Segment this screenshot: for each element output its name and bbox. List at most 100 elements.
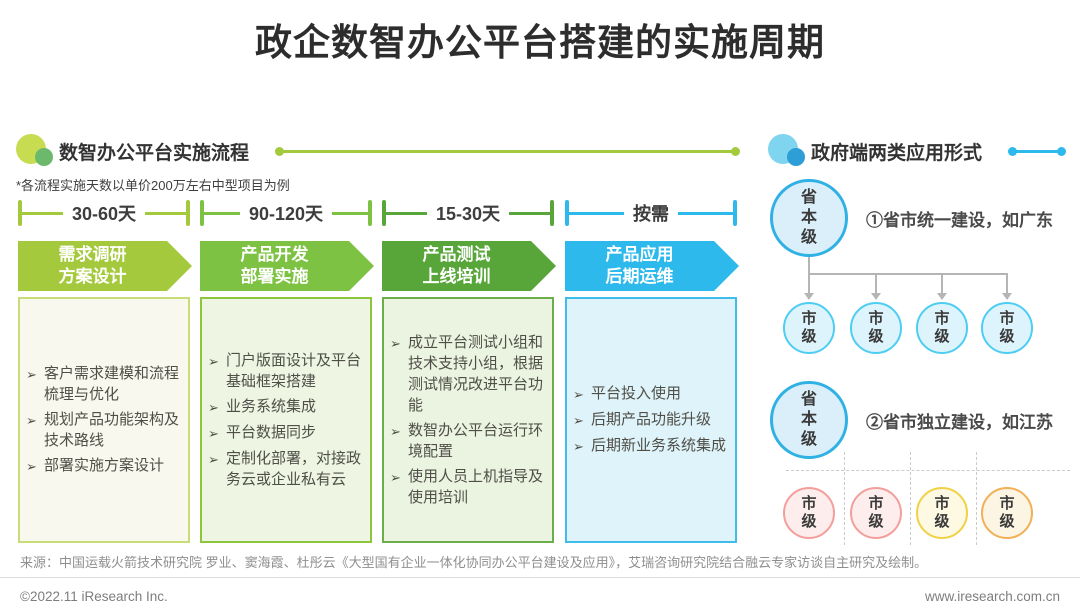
tick-bar-icon [382, 200, 386, 226]
phase-title-line: 上线培训 [422, 267, 491, 286]
website-url: www.iresearch.com.cn [924, 589, 1060, 604]
list-item: ➢ 成立平台测试小组和技术支持小组，根据测试情况改进平台功能 [390, 332, 546, 416]
phase-title-line: 产品测试 [422, 245, 491, 264]
tick-bar-icon [18, 200, 22, 226]
tick-line [204, 211, 240, 215]
connector-line [808, 257, 810, 274]
list-item-text: 业务系统集成 [226, 398, 317, 415]
phase-arrow-3: 产品测试 上线培训 [382, 241, 556, 291]
duration-bracket: 15-30天 [382, 197, 555, 229]
arrow-down-icon [937, 293, 947, 300]
phase-title-line: 后期运维 [605, 267, 674, 286]
phase-title-line: 产品开发 [240, 245, 309, 264]
city-label: 市级 [999, 310, 1015, 345]
list-item-text: 平台数据同步 [226, 424, 317, 441]
city-label: 市级 [801, 310, 817, 345]
city-node: 市级 [916, 487, 968, 539]
phase-title-line: 方案设计 [58, 267, 127, 286]
phase-box-3: ➢ 成立平台测试小组和技术支持小组，根据测试情况改进平台功能 ➢ 数智办公平台运行环境… [382, 297, 554, 543]
tick-bar-icon [186, 200, 191, 226]
list-item-text: 规划产品功能架构及技术路线 [44, 411, 180, 449]
arrow-bullet-icon: ➢ [573, 387, 584, 402]
footer-divider [0, 577, 1080, 578]
province-node: 省本级 [770, 179, 848, 257]
city-label: 市级 [868, 495, 884, 530]
section-title-left: 数智办公平台实施流程 [59, 142, 250, 164]
list-item: ➢ 业务系统集成 [208, 396, 364, 418]
city-node: 市级 [916, 302, 968, 354]
duration-bracket: 按需 [565, 197, 737, 229]
city-node: 市级 [783, 302, 835, 354]
dashed-divider [910, 452, 911, 545]
duration-bracket: 30-60天 [18, 197, 191, 229]
list-item-text: 成立平台测试小组和技术支持小组，根据测试情况改进平台功能 [408, 334, 544, 414]
group-1-label: ①省市统一建设，如广东 [866, 211, 1053, 230]
phase-arrow-2: 产品开发 部署实施 [200, 241, 374, 291]
phase-box-4: ➢平台投入使用➢后期产品功能升级➢后期新业务系统集成 [565, 297, 737, 543]
city-label: 市级 [934, 495, 950, 530]
arrow-bullet-icon: ➢ [390, 470, 401, 485]
dashed-divider [786, 470, 1070, 471]
list-item: ➢ 平台投入使用 [573, 383, 729, 405]
city-node: 市级 [783, 487, 835, 539]
phase-title-line: 需求调研 [58, 245, 127, 264]
arrow-bullet-icon: ➢ [390, 424, 401, 439]
arrow-bullet-icon: ➢ [208, 426, 219, 441]
arrow-bullet-icon: ➢ [26, 413, 37, 428]
phase-arrow-4: 产品应用 后期运维 [565, 241, 739, 291]
dual-circle-icon [768, 134, 805, 168]
government-forms-header: 政府端两类应用形式 [768, 134, 1066, 168]
tick-line [22, 211, 63, 215]
tick-line [509, 211, 551, 215]
tick-line [569, 211, 624, 215]
list-item-text: 使用人员上机指导及使用培训 [408, 468, 544, 506]
phase-box-1: ➢客户需求建模和流程梳理与优化 ➢ 规划产品功能架构及技术路线 ➢部署实施方案设计 [18, 297, 190, 543]
province-label: 省本级 [800, 391, 817, 448]
city-node: 市级 [981, 487, 1033, 539]
list-item-text: 数智办公平台运行环境配置 [408, 422, 544, 460]
page-title: 政企数智办公平台搭建的实施周期 [255, 22, 825, 63]
copyright: ©2022.11 iResearch Inc. [20, 589, 168, 604]
duration-bracket: 90-120天 [200, 197, 372, 229]
list-item-text: 门户版面设计及平台基础框架搭建 [226, 352, 362, 390]
tick-line [332, 211, 368, 215]
dashed-divider [844, 452, 845, 545]
arrow-bullet-icon: ➢ [208, 354, 219, 369]
list-item: ➢ 门户版面设计及平台基础框架搭建 [208, 350, 364, 392]
list-item: ➢ 数智办公平台运行环境配置 [390, 420, 546, 462]
duration-label: 按需 [633, 204, 669, 224]
duration-label: 90-120天 [248, 204, 324, 224]
list-item: ➢后期产品功能升级 [573, 409, 729, 431]
arrow-bullet-icon: ➢ [208, 400, 219, 415]
dual-circle-icon [16, 134, 53, 168]
province-node: 省本级 [770, 381, 848, 459]
list-item-text: 平台投入使用 [591, 385, 682, 402]
list-item-text: 定制化部署，对接政务云或企业私有云 [226, 450, 362, 488]
duration-label: 30-60天 [71, 204, 137, 224]
list-item-text: 后期新业务系统集成 [591, 437, 727, 454]
city-label: 市级 [801, 495, 817, 530]
decorative-line-green [275, 146, 740, 156]
city-node: 市级 [981, 302, 1033, 354]
dashed-divider [976, 452, 977, 545]
tick-line [386, 211, 427, 215]
footnote: *各流程实施天数以单价200万左右中型项目为例 [16, 178, 290, 193]
city-label: 市级 [868, 310, 884, 345]
list-item: ➢客户需求建模和流程梳理与优化 [26, 363, 182, 405]
connector-line [941, 273, 943, 294]
section-title-right: 政府端两类应用形式 [811, 142, 983, 164]
group-2-label: ②省市独立建设，如江苏 [866, 413, 1053, 432]
arrow-bullet-icon: ➢ [390, 336, 401, 351]
list-item: ➢部署实施方案设计 [26, 455, 182, 477]
list-item-text: 客户需求建模和流程梳理与优化 [44, 365, 180, 403]
tick-bar-icon [368, 200, 372, 226]
city-node: 市级 [850, 487, 902, 539]
implementation-flow-header: 数智办公平台实施流程 [16, 134, 740, 168]
tick-bar-icon [550, 200, 555, 226]
arrow-bullet-icon: ➢ [573, 413, 584, 428]
tick-line [145, 211, 187, 215]
list-item-text: 部署实施方案设计 [44, 457, 165, 474]
city-label: 市级 [934, 310, 950, 345]
duration-label: 15-30天 [435, 204, 501, 224]
